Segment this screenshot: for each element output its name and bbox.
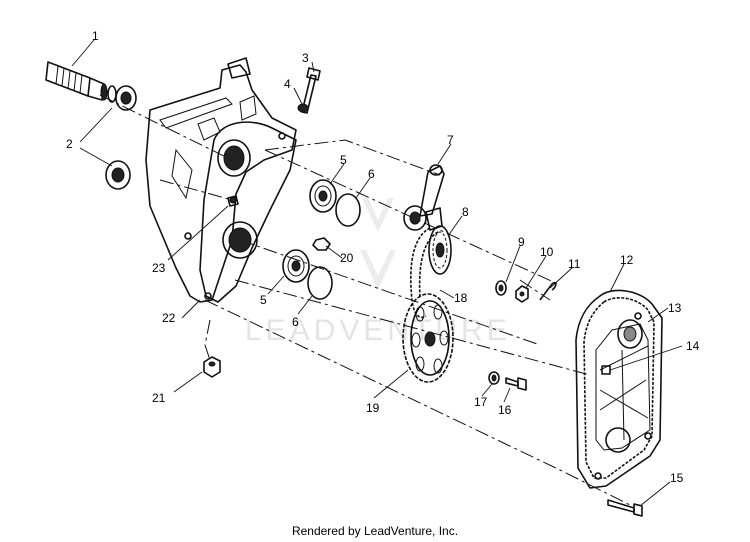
- part-17-washer: [488, 371, 500, 385]
- part-3-bolt: [301, 67, 321, 114]
- part-8-sprocket: [428, 225, 452, 275]
- part-18-chain: [410, 227, 439, 319]
- watermark-text: LEADVENTURE: [245, 314, 511, 347]
- callout-22: 22: [162, 311, 176, 325]
- part-6-ring-lower: [307, 266, 333, 300]
- callout-3: 3: [302, 51, 309, 65]
- callout-13: 13: [668, 301, 682, 315]
- part-20-nut: [312, 237, 331, 251]
- callout-4: 4: [284, 77, 291, 91]
- part-2-seals: [105, 85, 137, 190]
- callout-21: 21: [152, 391, 166, 405]
- callout-16: 16: [498, 403, 512, 417]
- part-7-tensioner: [403, 164, 445, 231]
- callout-17: 17: [474, 395, 488, 409]
- part-4-nut: [297, 103, 309, 113]
- callout-19: 19: [366, 401, 380, 415]
- alignment-lines: [99, 94, 631, 506]
- part-5-bearing-lower: [282, 249, 310, 283]
- callout-2: 2: [66, 137, 73, 151]
- callout-18: 18: [454, 291, 468, 305]
- part-12-cover: [575, 289, 663, 489]
- part-5-bearing-upper: [309, 179, 337, 213]
- part-9-washer: [495, 280, 507, 296]
- callout-9: 9: [518, 235, 525, 249]
- callout-20: 20: [340, 251, 354, 265]
- part-15-screw: [607, 499, 643, 517]
- callout-8: 8: [462, 205, 469, 219]
- callout-12: 12: [620, 253, 634, 267]
- part-10-nut: [515, 285, 529, 303]
- part-6-ring-upper: [335, 193, 361, 227]
- leader-lines: [71, 39, 683, 507]
- callout-labels: 1 2 3 4 5 6 7 8 9 10 11 12 13 14 5 6 15 …: [66, 29, 700, 485]
- part-11-pin: [539, 281, 557, 301]
- callout-10: 10: [540, 245, 554, 259]
- part-23-pin: [227, 195, 239, 207]
- part-22-housing: [145, 57, 297, 303]
- callout-23: 23: [152, 261, 166, 275]
- callout-15: 15: [670, 471, 684, 485]
- part-16-bolt: [505, 377, 527, 391]
- part-21-nut: [203, 356, 221, 378]
- callout-1: 1: [92, 29, 99, 43]
- part-1-shaft: [45, 61, 117, 103]
- footer-credit: Rendered by LeadVenture, Inc.: [291, 524, 459, 538]
- callout-6-lower: 6: [292, 315, 299, 329]
- callout-11: 11: [568, 257, 581, 271]
- callout-6-upper: 6: [368, 167, 375, 181]
- callout-5-lower: 5: [260, 293, 267, 307]
- part-19-sprocket: [402, 293, 454, 383]
- callout-14: 14: [686, 339, 700, 353]
- callout-7: 7: [447, 133, 454, 147]
- callout-5-upper: 5: [340, 153, 347, 167]
